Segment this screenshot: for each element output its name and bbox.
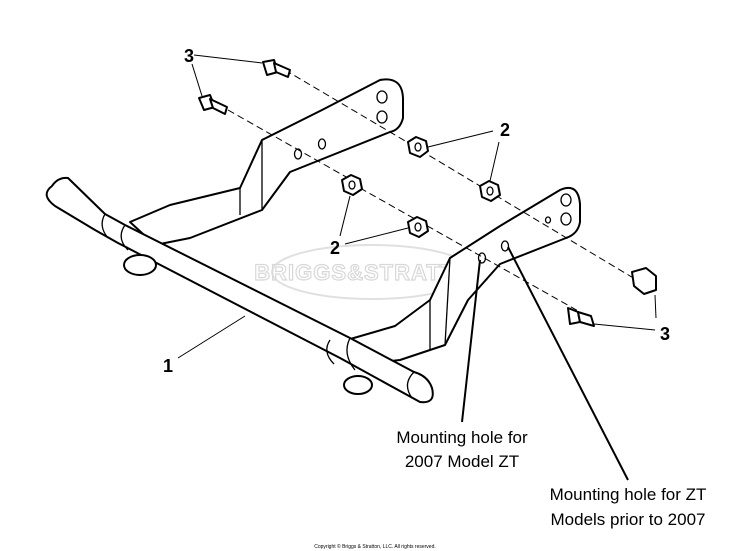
note-2007-line1: Mounting hole for [396,428,528,447]
bumper-tube [45,176,434,404]
bolt-right-upper [631,267,657,295]
callout-bolt-upper: 3 [184,46,194,66]
callout-frame: 1 [163,356,173,376]
nut-lower [407,216,429,238]
note-2007-line2: 2007 Model ZT [405,452,519,471]
callout-nut-upper: 2 [500,120,510,140]
bracket-front-plate [339,186,581,366]
bolt-upper [262,59,291,78]
bracket-rear-plate [129,78,404,246]
nut-middle-left [341,174,363,196]
alignment-lines [227,69,641,313]
leader-lines [177,54,657,481]
nut-right [479,180,501,202]
nut-upper-left [407,136,429,158]
note-prior-line1: Mounting hole for ZT [550,485,707,504]
bolt-right-lower [567,307,595,327]
copyright-notice: Copyright © Briggs & Stratton, LLC. All … [314,543,436,550]
callout-nut-lower: 2 [330,238,340,258]
note-prior-line2: Models prior to 2007 [551,510,706,529]
callout-bolt-lower: 3 [660,324,670,344]
bolt-left [198,94,228,115]
